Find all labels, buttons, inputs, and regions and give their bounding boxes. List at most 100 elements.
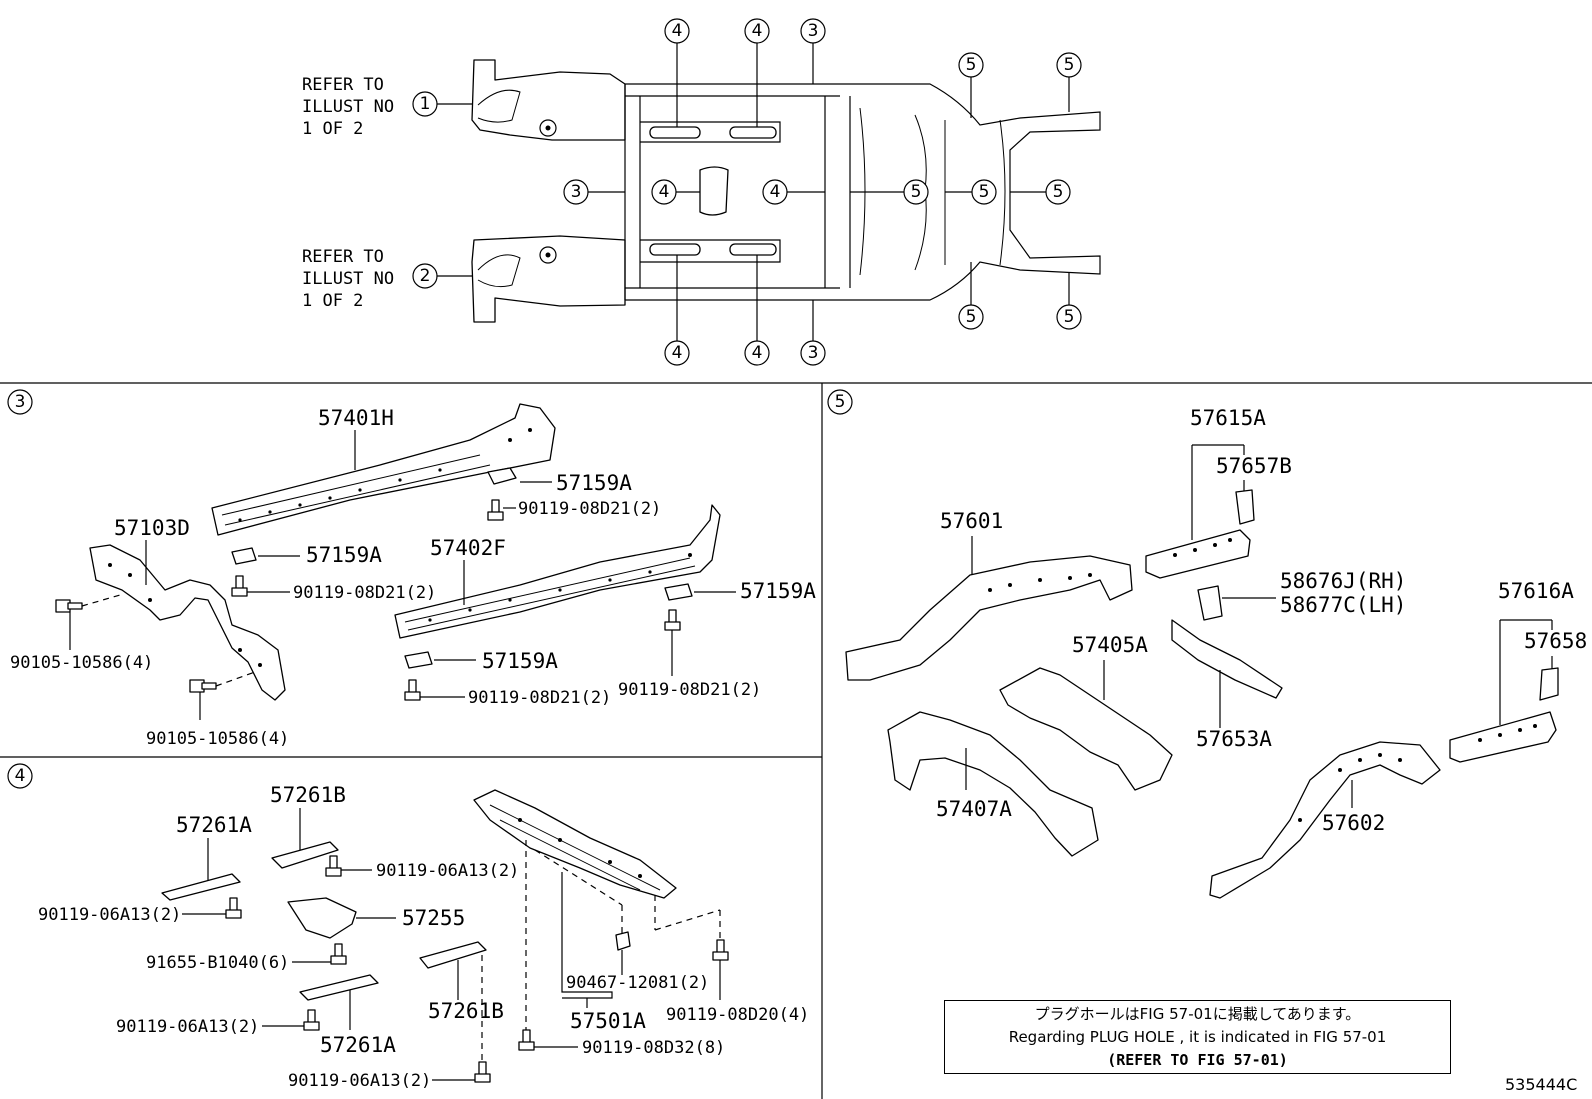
callout-3-bot[interactable]: 3 xyxy=(800,300,826,366)
svg-text:5: 5 xyxy=(911,182,922,202)
svg-text:5: 5 xyxy=(979,182,990,202)
part-57658[interactable] xyxy=(1539,667,1559,701)
callout-5-top-b[interactable]: 5 xyxy=(1056,52,1082,112)
part-57616a[interactable] xyxy=(1449,711,1557,763)
label-bolt-1: 90119-08D21(2) xyxy=(518,499,661,519)
part-57405a[interactable] xyxy=(999,667,1173,791)
label-57601: 57601 xyxy=(940,509,1003,533)
section-5: 5 57615A 57657B 57601 58676J(RH) 58677C(… xyxy=(827,389,1587,899)
label-bolt-3: 90105-10586(4) xyxy=(10,653,153,673)
callout-5-mid-b[interactable]: 5 xyxy=(945,179,997,205)
part-57653a[interactable] xyxy=(1171,619,1283,699)
bolt-5[interactable] xyxy=(664,609,681,631)
label-57103d: 57103D xyxy=(114,516,190,540)
section-4: 4 57261B 90119-06A13(2) 57261A 90119-06A… xyxy=(7,763,809,1091)
label-bolt-4: 90119-08D21(2) xyxy=(468,688,611,708)
part-57261a-2[interactable] xyxy=(299,974,379,1001)
bolt-3[interactable] xyxy=(55,599,83,613)
refer-top-line3: 1 OF 2 xyxy=(302,119,363,139)
bolt-s4-4[interactable] xyxy=(303,1009,320,1031)
callout-3-mid[interactable]: 3 xyxy=(563,179,625,205)
label-57402f: 57402F xyxy=(430,536,506,560)
figure-id: 535444C xyxy=(1505,1075,1578,1094)
section-3-tag: 3 xyxy=(7,389,33,415)
part-57601[interactable] xyxy=(845,555,1133,681)
part-57657b[interactable] xyxy=(1235,489,1255,525)
part-57401h[interactable] xyxy=(211,403,556,536)
part-57159a-2[interactable] xyxy=(231,547,257,565)
part-57255[interactable] xyxy=(287,897,357,939)
bolt-s4-3[interactable] xyxy=(330,943,347,965)
label-57401h: 57401H xyxy=(318,406,394,430)
callout-4-bot-a[interactable]: 4 xyxy=(664,255,690,366)
label-57261a-2: 57261A xyxy=(320,1033,396,1057)
refer-top-line2: ILLUST NO xyxy=(302,97,394,117)
callout-5-bot-b[interactable]: 5 xyxy=(1056,272,1082,330)
section-3: 3 57401H 57159A 90119-08D21(2) 57103D 57… xyxy=(7,389,816,749)
callout-3-top[interactable]: 3 xyxy=(800,18,826,84)
label-57261b-2: 57261B xyxy=(428,999,504,1023)
part-57261b-2[interactable] xyxy=(419,941,487,969)
label-57405a: 57405A xyxy=(1072,633,1148,657)
underbody-overview: REFER TO ILLUST NO 1 OF 2 1 REFER TO ILL… xyxy=(302,59,1101,323)
callout-1-label: 1 xyxy=(420,94,431,114)
part-57501a[interactable] xyxy=(473,789,677,899)
overview-callouts: 4 4 3 5 5 3 4 4 5 5 5 5 5 4 4 3 xyxy=(563,18,1082,366)
label-57159a-3: 57159A xyxy=(740,579,816,603)
bolt-1[interactable] xyxy=(487,499,504,521)
part-57615a[interactable] xyxy=(1145,529,1251,579)
label-bolt-s4-6: 90467-12081(2) xyxy=(566,973,709,993)
bolt-s4-8[interactable] xyxy=(712,939,729,961)
label-bolt-2: 90119-08D21(2) xyxy=(293,583,436,603)
svg-text:4: 4 xyxy=(672,343,683,363)
svg-text:4: 4 xyxy=(672,21,683,41)
part-57407a[interactable] xyxy=(887,711,1099,857)
label-57261a-1: 57261A xyxy=(176,813,252,837)
section-4-tag: 4 xyxy=(7,763,33,789)
callout-5-mid-a[interactable]: 5 xyxy=(850,179,929,205)
part-57159a-1[interactable] xyxy=(487,467,517,485)
label-bolt-s4-1: 90119-06A13(2) xyxy=(376,861,519,881)
svg-text:5: 5 xyxy=(1053,182,1064,202)
callout-5-top-a[interactable]: 5 xyxy=(958,52,984,118)
bolt-s4-7[interactable] xyxy=(518,1029,535,1051)
callout-4-mid-a[interactable]: 4 xyxy=(651,179,700,205)
bolt-s4-5[interactable] xyxy=(474,1061,491,1083)
label-57501a: 57501A xyxy=(570,1009,646,1033)
part-57602[interactable] xyxy=(1209,741,1441,899)
callout-4-bot-b[interactable]: 4 xyxy=(744,255,770,366)
part-57402f[interactable] xyxy=(394,504,721,639)
part-57261b-1[interactable] xyxy=(271,841,339,869)
callout-4-mid-b[interactable]: 4 xyxy=(762,179,825,205)
part-57159a-4[interactable] xyxy=(404,651,433,669)
part-58676j[interactable] xyxy=(1197,585,1223,621)
bolt-6[interactable] xyxy=(189,679,217,693)
plug-hole-note: プラグホールはFIG 57-01に掲載してあります。 Regarding PLU… xyxy=(944,1000,1451,1074)
bolt-s4-1[interactable] xyxy=(325,855,342,877)
note-line-en: Regarding PLUG HOLE , it is indicated in… xyxy=(1008,1028,1387,1046)
label-bolt-s4-4: 90119-06A13(2) xyxy=(116,1017,259,1037)
callout-5-bot-a[interactable]: 5 xyxy=(958,262,984,330)
part-57261a-1[interactable] xyxy=(161,873,241,901)
label-57653a: 57653A xyxy=(1196,727,1272,751)
bolt-4[interactable] xyxy=(404,679,421,701)
section-5-tag: 5 xyxy=(827,389,853,415)
note-line-jp: プラグホールはFIG 57-01に掲載してあります。 xyxy=(1034,1005,1361,1023)
label-bolt-s4-7: 90119-08D32(8) xyxy=(582,1038,725,1058)
part-57159a-3[interactable] xyxy=(664,583,693,601)
callout-4-top-b[interactable]: 4 xyxy=(744,18,770,127)
clip-90467[interactable] xyxy=(615,931,631,951)
svg-text:3: 3 xyxy=(808,21,819,41)
svg-text:5: 5 xyxy=(966,55,977,75)
bolt-2[interactable] xyxy=(231,575,248,597)
label-bolt-6: 90105-10586(4) xyxy=(146,729,289,749)
svg-text:5: 5 xyxy=(1064,307,1075,327)
part-57103d[interactable] xyxy=(89,544,286,701)
callout-4-top-a[interactable]: 4 xyxy=(664,18,690,127)
callout-5-mid-c[interactable]: 5 xyxy=(1010,179,1071,205)
label-bolt-s4-8: 90119-08D20(4) xyxy=(666,1005,809,1025)
label-57159a-1: 57159A xyxy=(556,471,632,495)
bolt-s4-2[interactable] xyxy=(225,897,242,919)
label-57407a: 57407A xyxy=(936,797,1012,821)
